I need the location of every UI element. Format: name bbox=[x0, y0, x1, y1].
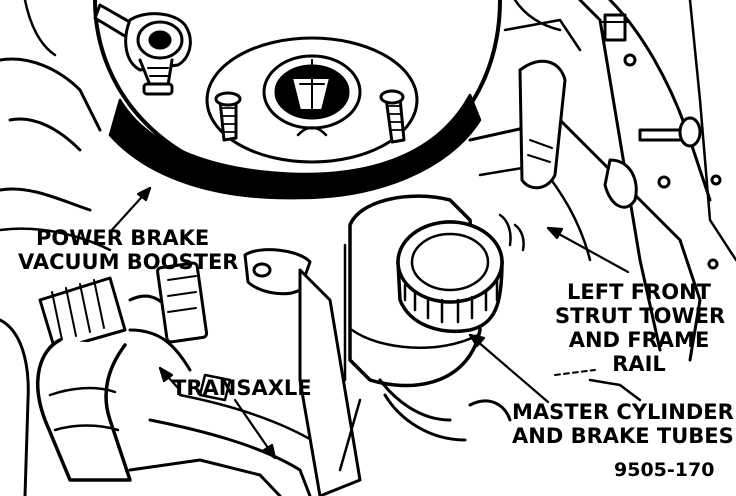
master-line-1: MASTER CYLINDER bbox=[512, 400, 734, 424]
master-cylinder-drawing bbox=[243, 194, 512, 496]
master-leader-arrow bbox=[468, 333, 486, 348]
engine-left-drawing bbox=[0, 0, 112, 252]
booster-leader-arrow bbox=[136, 186, 152, 202]
vacuum-booster-drawing bbox=[93, 0, 502, 200]
transaxle-line-1: TRANSAXLE bbox=[172, 376, 312, 400]
booster-line-2: VACUUM BOOSTER bbox=[18, 250, 239, 274]
strut-line-4: RAIL bbox=[612, 352, 666, 376]
label-left-front-strut-tower: LEFT FRONT STRUT TOWER AND FRAME RAIL bbox=[555, 280, 726, 376]
label-transaxle: TRANSAXLE bbox=[172, 376, 312, 400]
strut-leader bbox=[546, 226, 630, 274]
strut-line-1: LEFT FRONT bbox=[567, 280, 711, 304]
hoses-drawing bbox=[0, 261, 209, 496]
strut-tower-drawing bbox=[468, 0, 736, 402]
leader-lines bbox=[108, 186, 630, 460]
label-master-cylinder-brake-tubes: MASTER CYLINDER AND BRAKE TUBES bbox=[512, 400, 734, 448]
booster-line-1: POWER BRAKE bbox=[36, 226, 210, 250]
strut-leader-arrow bbox=[546, 226, 564, 240]
transaxle-leader-2-arrow bbox=[262, 443, 277, 460]
check-valve-drawing bbox=[93, 3, 192, 96]
transaxle-drawing bbox=[128, 373, 322, 496]
master-leader bbox=[468, 333, 550, 404]
label-power-brake-vacuum-booster: POWER BRAKE VACUUM BOOSTER bbox=[18, 226, 238, 274]
master-line-2: AND BRAKE TUBES bbox=[512, 424, 734, 448]
figure-number: 9505-170 bbox=[614, 459, 715, 481]
transaxle-leader-1-arrow bbox=[158, 366, 174, 383]
strut-line-3: AND FRAME bbox=[568, 328, 710, 352]
strut-line-2: STRUT TOWER bbox=[555, 304, 726, 328]
